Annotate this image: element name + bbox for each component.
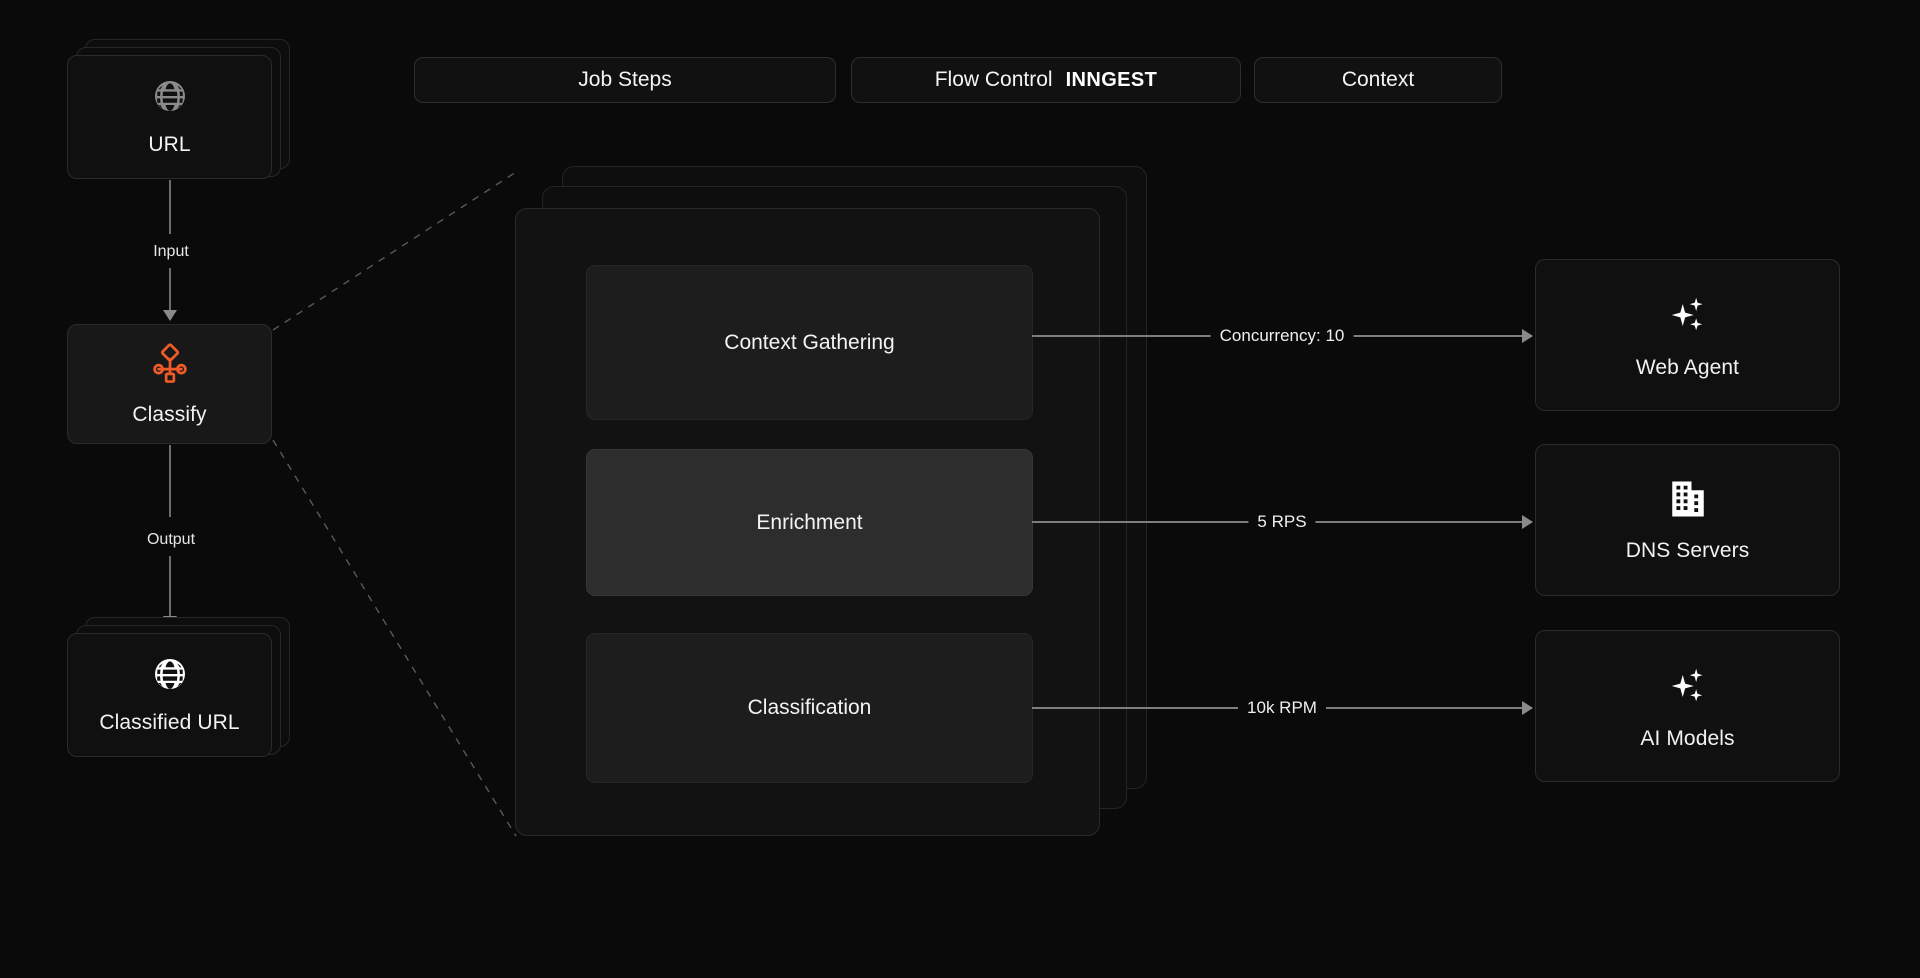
flow-edge-rpm-arrowhead <box>1522 701 1533 715</box>
inngest-logo: INNGEST <box>1065 68 1158 91</box>
input-edge-line-bottom <box>169 268 171 312</box>
sparkles-icon <box>1665 662 1711 713</box>
classified-url-node[interactable]: Classified URL <box>67 633 272 757</box>
url-node-label: URL <box>148 132 191 156</box>
input-edge-line-top <box>169 180 171 234</box>
context-node-web-agent[interactable]: Web Agent <box>1535 259 1840 411</box>
job-step-label: Classification <box>747 696 872 719</box>
flow-edge-rps-label: 5 RPS <box>1248 512 1316 532</box>
pill-context[interactable]: Context <box>1254 57 1502 103</box>
input-edge-arrowhead <box>163 310 177 321</box>
pill-job-steps-label: Job Steps <box>578 68 672 91</box>
flow-edge-concurrency-arrowhead <box>1522 329 1533 343</box>
classify-node-label: Classify <box>132 402 207 426</box>
workflow-icon <box>149 342 191 389</box>
flow-edge-rps-arrowhead <box>1522 515 1533 529</box>
context-node-label: DNS Servers <box>1625 538 1750 562</box>
globe-icon <box>152 656 188 697</box>
context-node-dns-servers[interactable]: DNS Servers <box>1535 444 1840 596</box>
job-container[interactable]: Context Gathering Enrichment Classificat… <box>515 208 1100 836</box>
pill-context-label: Context <box>1341 68 1415 91</box>
job-step-enrichment[interactable]: Enrichment <box>586 449 1033 596</box>
output-edge-label: Output <box>131 529 211 551</box>
output-edge-line-bottom <box>169 556 171 618</box>
classified-url-node-label: Classified URL <box>99 710 240 734</box>
input-edge-label: Input <box>137 241 205 263</box>
flow-edge-rpm-label: 10k RPM <box>1238 698 1326 718</box>
flow-edge-concurrency-label: Concurrency: 10 <box>1210 326 1354 346</box>
pill-flow-control[interactable]: Flow Control INNGEST <box>851 57 1241 103</box>
pill-flow-control-label: Flow Control <box>934 68 1053 91</box>
context-node-label: AI Models <box>1640 726 1735 750</box>
job-step-classification[interactable]: Classification <box>586 633 1033 783</box>
pill-job-steps[interactable]: Job Steps <box>414 57 836 103</box>
context-node-label: Web Agent <box>1635 355 1740 379</box>
job-step-label: Enrichment <box>756 510 863 534</box>
globe-icon <box>152 78 188 119</box>
job-step-label: Context Gathering <box>724 330 895 354</box>
job-step-context-gathering[interactable]: Context Gathering <box>586 265 1033 420</box>
sparkles-icon <box>1665 291 1711 342</box>
classify-node[interactable]: Classify <box>67 324 272 444</box>
context-node-ai-models[interactable]: AI Models <box>1535 630 1840 782</box>
building-icon <box>1667 478 1709 525</box>
url-node[interactable]: URL <box>67 55 272 179</box>
output-edge-line-top <box>169 445 171 517</box>
